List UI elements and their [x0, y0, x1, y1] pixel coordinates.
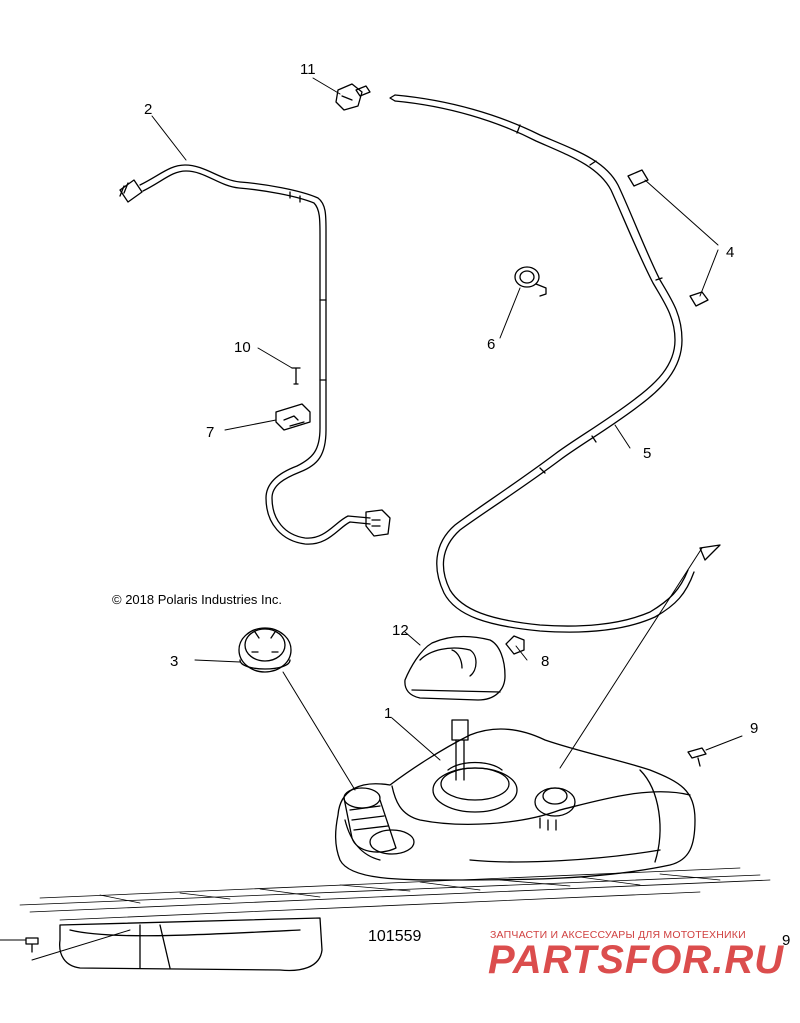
fitting-11	[335, 83, 371, 111]
callout-labels: 1 2 3 4 5 6 7 8 9 10 11 12 9	[144, 61, 790, 949]
callout-9: 9	[750, 720, 758, 737]
copyright-notice: © 2018 Polaris Industries Inc.	[112, 592, 282, 607]
skid-plate	[59, 917, 323, 972]
callout-4: 4	[726, 244, 734, 261]
rivet-9b	[25, 937, 39, 953]
callout-8: 8	[541, 653, 549, 670]
fuel-cap-3	[238, 627, 292, 673]
callout-1: 1	[384, 705, 392, 722]
fuel-pump-module	[432, 719, 518, 813]
hose-end-bracket	[699, 544, 721, 561]
fitting-8	[505, 635, 525, 655]
callout-5: 5	[643, 445, 651, 462]
figure-id: 101559	[368, 928, 422, 945]
callout-12: 12	[392, 622, 409, 639]
callout-6: 6	[487, 336, 495, 353]
leader-lines	[0, 77, 743, 961]
filler-neck	[343, 787, 415, 855]
callout-2: 2	[144, 101, 152, 118]
scan-band	[19, 867, 771, 921]
vent-hose-left	[119, 164, 391, 545]
rivet-9	[687, 747, 707, 767]
callout-11: 11	[300, 61, 316, 78]
connectors-4	[627, 169, 709, 307]
clip-7	[275, 403, 311, 431]
screw-10	[291, 367, 301, 385]
callout-7: 7	[206, 424, 214, 441]
callout-9-lower: 9	[782, 932, 790, 949]
watermark-logo: PARTSFOR.RU	[488, 938, 785, 982]
callout-10: 10	[234, 339, 251, 356]
clamp-6	[514, 266, 547, 297]
heat-shield-12	[404, 635, 506, 701]
watermark-tagline: ЗАПЧАСТИ И АКСЕССУАРЫ ДЛЯ МОТОТЕХНИКИ	[490, 929, 746, 941]
fuel-tank-1	[334, 728, 696, 881]
fuel-sender	[534, 787, 576, 831]
vent-hose-right	[389, 94, 695, 633]
callout-3: 3	[170, 653, 178, 670]
